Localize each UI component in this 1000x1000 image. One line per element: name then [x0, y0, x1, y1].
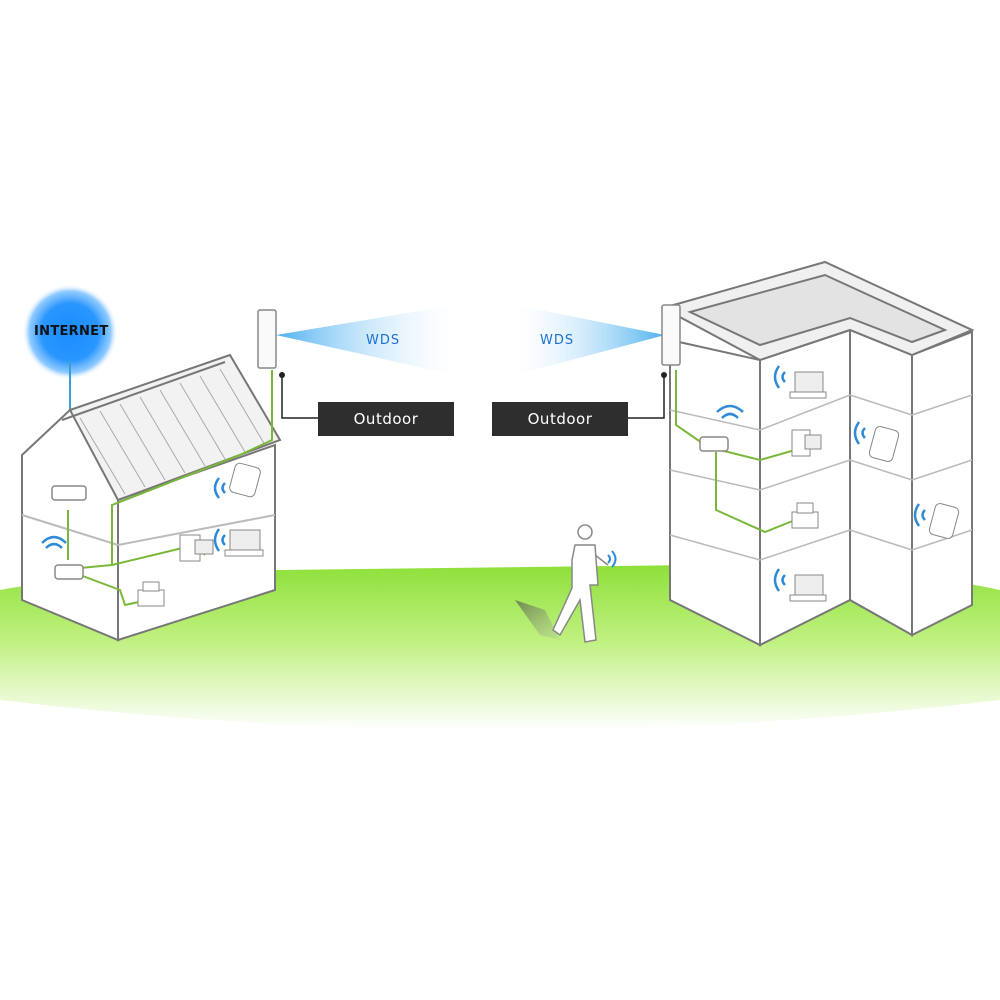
phone-icon: [229, 462, 261, 498]
outdoor-device-label-left: Outdoor: [318, 402, 454, 436]
wifi-icon: [913, 503, 926, 527]
laptop-icon: [789, 574, 827, 602]
right-lan-cables: [675, 370, 796, 534]
wifi-icon: [607, 550, 617, 568]
right-ap-connector: [628, 375, 665, 419]
wifi-icon: [853, 421, 866, 445]
person-icon: [515, 524, 609, 643]
wifi-icon: [773, 568, 786, 592]
access-point-icon: [257, 309, 277, 369]
desktop-icon: [791, 429, 822, 457]
desktop-icon: [179, 534, 214, 562]
phone-icon: [868, 426, 900, 462]
router-icon: [699, 436, 729, 452]
laptop-icon: [789, 371, 827, 399]
wifi-icon: [41, 535, 67, 549]
globe-glow-icon: [22, 284, 118, 380]
wifi-icon: [213, 477, 226, 499]
access-point-icon: [661, 304, 681, 366]
phone-icon: [928, 503, 960, 539]
printer-icon: [791, 502, 819, 529]
wifi-icon: [773, 365, 786, 389]
left-ap-connector: [281, 375, 318, 419]
wds-beam-right: [515, 305, 665, 375]
wds-link-label-right: WDS: [540, 333, 575, 348]
laptop-icon: [224, 529, 264, 557]
router-icon: [51, 485, 87, 501]
wds-beam-left: [276, 305, 455, 375]
router-icon: [54, 564, 84, 580]
wds-link-label-left: WDS: [366, 333, 401, 348]
wifi-icon: [716, 404, 744, 419]
outdoor-device-label-right: Outdoor: [492, 402, 628, 436]
left-house: [21, 353, 282, 642]
printer-icon: [137, 581, 165, 607]
wifi-icon: [213, 528, 226, 552]
internet-label: INTERNET: [34, 324, 109, 339]
